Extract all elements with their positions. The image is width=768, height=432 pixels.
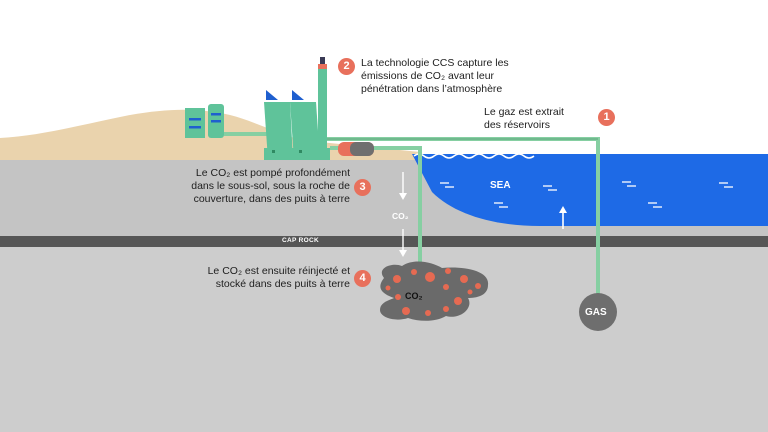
step-2-badge: 2	[338, 58, 355, 75]
power-plant	[185, 57, 330, 160]
sea-water	[412, 154, 768, 226]
step-1-badge: 1	[598, 109, 615, 126]
capture-unit-body	[350, 142, 374, 156]
gas-reservoir	[579, 293, 617, 331]
sea-ripples	[440, 181, 733, 208]
injection-arrows	[399, 172, 407, 257]
cap-rock-layer	[0, 236, 768, 247]
step-3-text: Le CO₂ est pompé profondément dans le so…	[191, 167, 350, 205]
sea-wave-line	[413, 153, 535, 159]
sea-label: SEA	[490, 180, 511, 191]
step-3-badge: 3	[354, 179, 371, 196]
sea-up-arrow	[559, 206, 567, 229]
co2-reservoir-label: CO₂	[405, 291, 423, 301]
step-1-text: Le gaz est extrait des réservoirs	[484, 106, 564, 131]
gas-reservoir-label: GAS	[585, 307, 607, 318]
step-4-text: Le CO₂ est ensuite réinjecté et stocké d…	[207, 265, 350, 290]
co2-bubbles	[385, 268, 481, 316]
co2-shaft-label: CO₂	[392, 211, 409, 221]
cap-rock-label: CAP ROCK	[282, 237, 319, 244]
step-2-text: La technologie CCS capture les émissions…	[361, 57, 509, 95]
step-4-badge: 4	[354, 270, 371, 287]
